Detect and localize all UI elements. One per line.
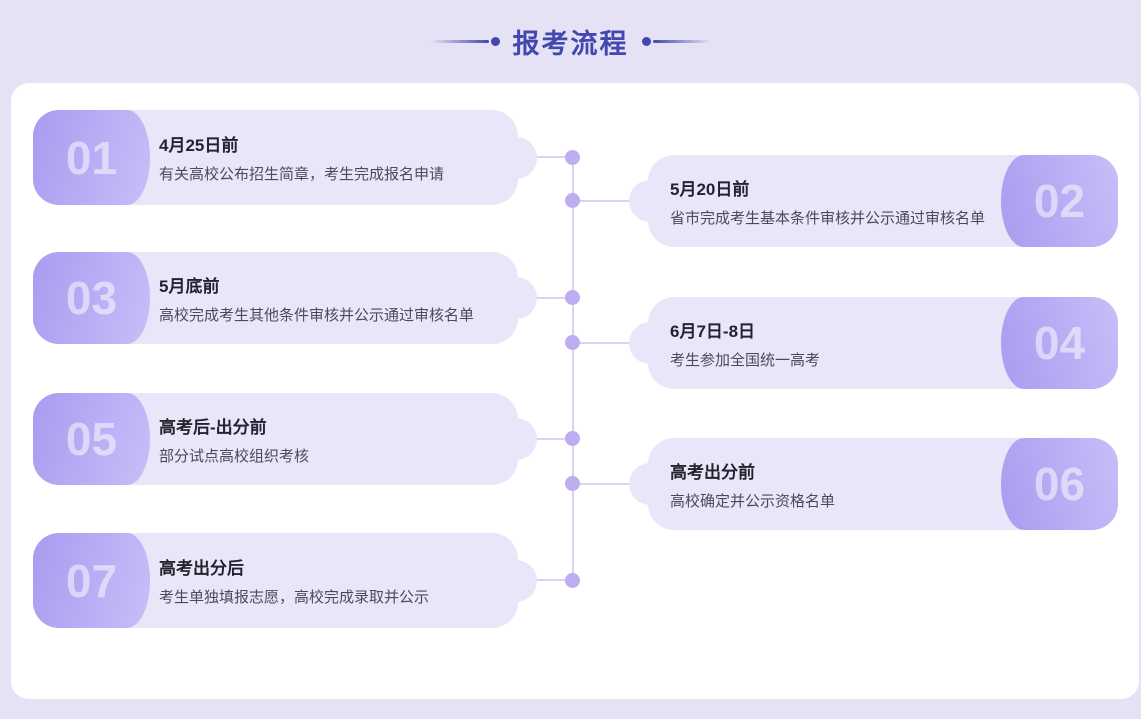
step-number-badge: 01	[33, 110, 150, 205]
connector-line-07	[517, 579, 573, 581]
page-title: 报考流程	[512, 29, 629, 59]
step-title: 5月20日前	[670, 179, 750, 199]
timeline-dot-05	[565, 431, 580, 446]
step-title: 5月底前	[159, 276, 220, 296]
connector-line-01	[517, 156, 573, 158]
timeline-step-07: 07 高考出分后 考生单独填报志愿，高校完成录取并公示	[33, 533, 537, 628]
step-title: 高考后-出分前	[159, 417, 267, 437]
step-number: 06	[1033, 458, 1086, 510]
connector-line-02	[574, 200, 650, 202]
step-desc: 高校确定并公示资格名单	[670, 492, 836, 510]
step-number: 01	[65, 131, 118, 184]
timeline-step-03: 03 5月底前 高校完成考生其他条件审核并公示通过审核名单	[33, 252, 537, 344]
flourish-line-icon	[652, 40, 711, 43]
timeline-dot-04	[565, 335, 580, 350]
timeline-dot-03	[565, 290, 580, 305]
process-panel: 01 4月25日前 有关高校公布招生简章，考生完成报名申请 5月20日前 省市完…	[11, 83, 1139, 699]
step-desc: 高校完成考生其他条件审核并公示通过审核名单	[159, 306, 475, 324]
timeline-step-02: 5月20日前 省市完成考生基本条件审核并公示通过审核名单 02	[629, 155, 1118, 247]
timeline-step-01: 01 4月25日前 有关高校公布招生简章，考生完成报名申请	[33, 110, 537, 205]
step-desc: 省市完成考生基本条件审核并公示通过审核名单	[670, 209, 986, 227]
section-header: 报考流程	[0, 0, 1141, 83]
connector-bump	[629, 322, 671, 364]
step-number-badge: 03	[33, 252, 150, 344]
step-number-badge: 05	[33, 393, 150, 485]
step-number: 05	[65, 413, 118, 465]
timeline: 01 4月25日前 有关高校公布招生简章，考生完成报名申请 5月20日前 省市完…	[11, 83, 1139, 699]
connector-line-06	[574, 483, 650, 485]
step-number: 07	[65, 554, 118, 607]
flourish-line-icon	[430, 40, 489, 43]
timeline-step-04: 6月7日-8日 考生参加全国统一高考 04	[629, 297, 1118, 389]
step-number-badge: 04	[1001, 297, 1118, 389]
step-number-badge: 07	[33, 533, 150, 628]
connector-line-03	[517, 297, 573, 299]
step-number: 04	[1033, 317, 1086, 369]
timeline-vertical-line	[572, 157, 574, 581]
step-title: 6月7日-8日	[670, 321, 756, 341]
timeline-step-06: 高考出分前 高校确定并公示资格名单 06	[629, 438, 1118, 530]
title-flourish-left	[430, 37, 500, 46]
connector-bump	[629, 180, 671, 222]
connector-bump	[495, 136, 537, 179]
step-number-badge: 02	[1001, 155, 1118, 247]
step-number: 03	[65, 272, 118, 324]
connector-bump	[495, 418, 537, 460]
connector-line-04	[574, 342, 650, 344]
step-title: 高考出分前	[670, 462, 755, 482]
title-flourish-right	[641, 37, 711, 46]
flourish-dot-icon	[490, 37, 500, 46]
timeline-dot-01	[565, 150, 580, 165]
step-number: 02	[1033, 175, 1086, 227]
step-title: 高考出分后	[159, 559, 244, 578]
connector-bump	[629, 463, 671, 505]
connector-bump	[495, 277, 537, 319]
connector-bump	[495, 559, 537, 602]
flourish-dot-icon	[641, 37, 651, 46]
step-title: 4月25日前	[159, 136, 239, 155]
step-desc: 有关高校公布招生简章，考生完成报名申请	[159, 166, 445, 183]
step-desc: 部分试点高校组织考核	[159, 447, 310, 465]
step-number-badge: 06	[1001, 438, 1118, 530]
step-desc: 考生参加全国统一高考	[670, 351, 821, 369]
timeline-step-05: 05 高考后-出分前 部分试点高校组织考核	[33, 393, 537, 485]
connector-line-05	[517, 438, 573, 440]
timeline-dot-07	[565, 573, 580, 588]
timeline-dot-02	[565, 193, 580, 208]
step-desc: 考生单独填报志愿，高校完成录取并公示	[159, 589, 430, 606]
timeline-dot-06	[565, 476, 580, 491]
